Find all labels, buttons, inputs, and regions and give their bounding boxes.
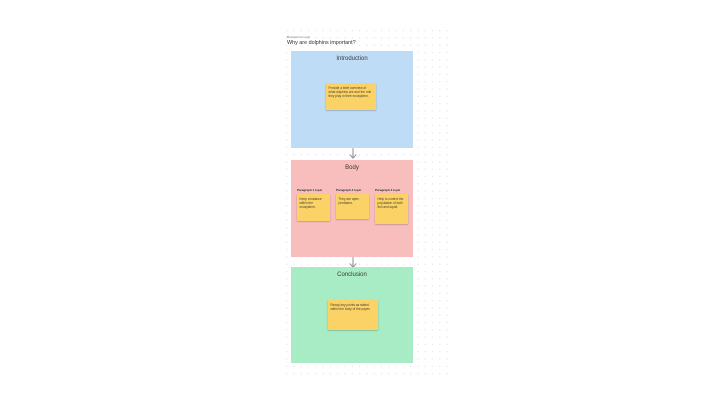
sticky-note-paragraph-2[interactable]: They are apex predators. xyxy=(336,194,369,219)
sticky-note-text: Keep a balance within the ecosystem. xyxy=(299,196,322,209)
sticky-note-text: Provide a brief overview of what dolphin… xyxy=(328,85,372,98)
section-conclusion[interactable]: Conclusion Recap key points as stated wi… xyxy=(291,267,413,363)
sticky-note-text: Help to control the population of both f… xyxy=(377,196,404,209)
paragraph-3-topic-label[interactable]: Paragraph 3 topic xyxy=(375,188,401,192)
arrow-down-icon[interactable] xyxy=(348,148,358,159)
section-introduction-title[interactable]: Introduction xyxy=(336,56,368,62)
sticky-note-paragraph-1[interactable]: Keep a balance within the ecosystem. xyxy=(297,194,330,221)
sticky-note-paragraph-3[interactable]: Help to control the population of both f… xyxy=(375,194,408,224)
section-body-title[interactable]: Body xyxy=(345,165,359,171)
sticky-note-introduction[interactable]: Provide a brief overview of what dolphin… xyxy=(326,83,376,110)
section-conclusion-title[interactable]: Conclusion xyxy=(337,272,367,278)
dot-grid-canvas[interactable]: Brainstorm topic Why are dolphins import… xyxy=(282,25,450,377)
sticky-note-conclusion[interactable]: Recap key points as stated within the bo… xyxy=(328,300,378,330)
sticky-note-text: They are apex predators. xyxy=(338,196,359,205)
paragraph-2-topic-label[interactable]: Paragraph 2 topic xyxy=(336,188,362,192)
section-introduction[interactable]: Introduction Provide a brief overview of… xyxy=(291,51,413,148)
sticky-note-text: Recap key points as stated within the bo… xyxy=(330,302,371,311)
brainstorm-topic-label[interactable]: Brainstorm topic xyxy=(287,35,311,39)
brainstorm-topic-title[interactable]: Why are dolphins important? xyxy=(287,40,356,46)
section-body[interactable]: Body Paragraph 1 topic Keep a balance wi… xyxy=(291,160,413,257)
paragraph-1-topic-label[interactable]: Paragraph 1 topic xyxy=(297,188,323,192)
